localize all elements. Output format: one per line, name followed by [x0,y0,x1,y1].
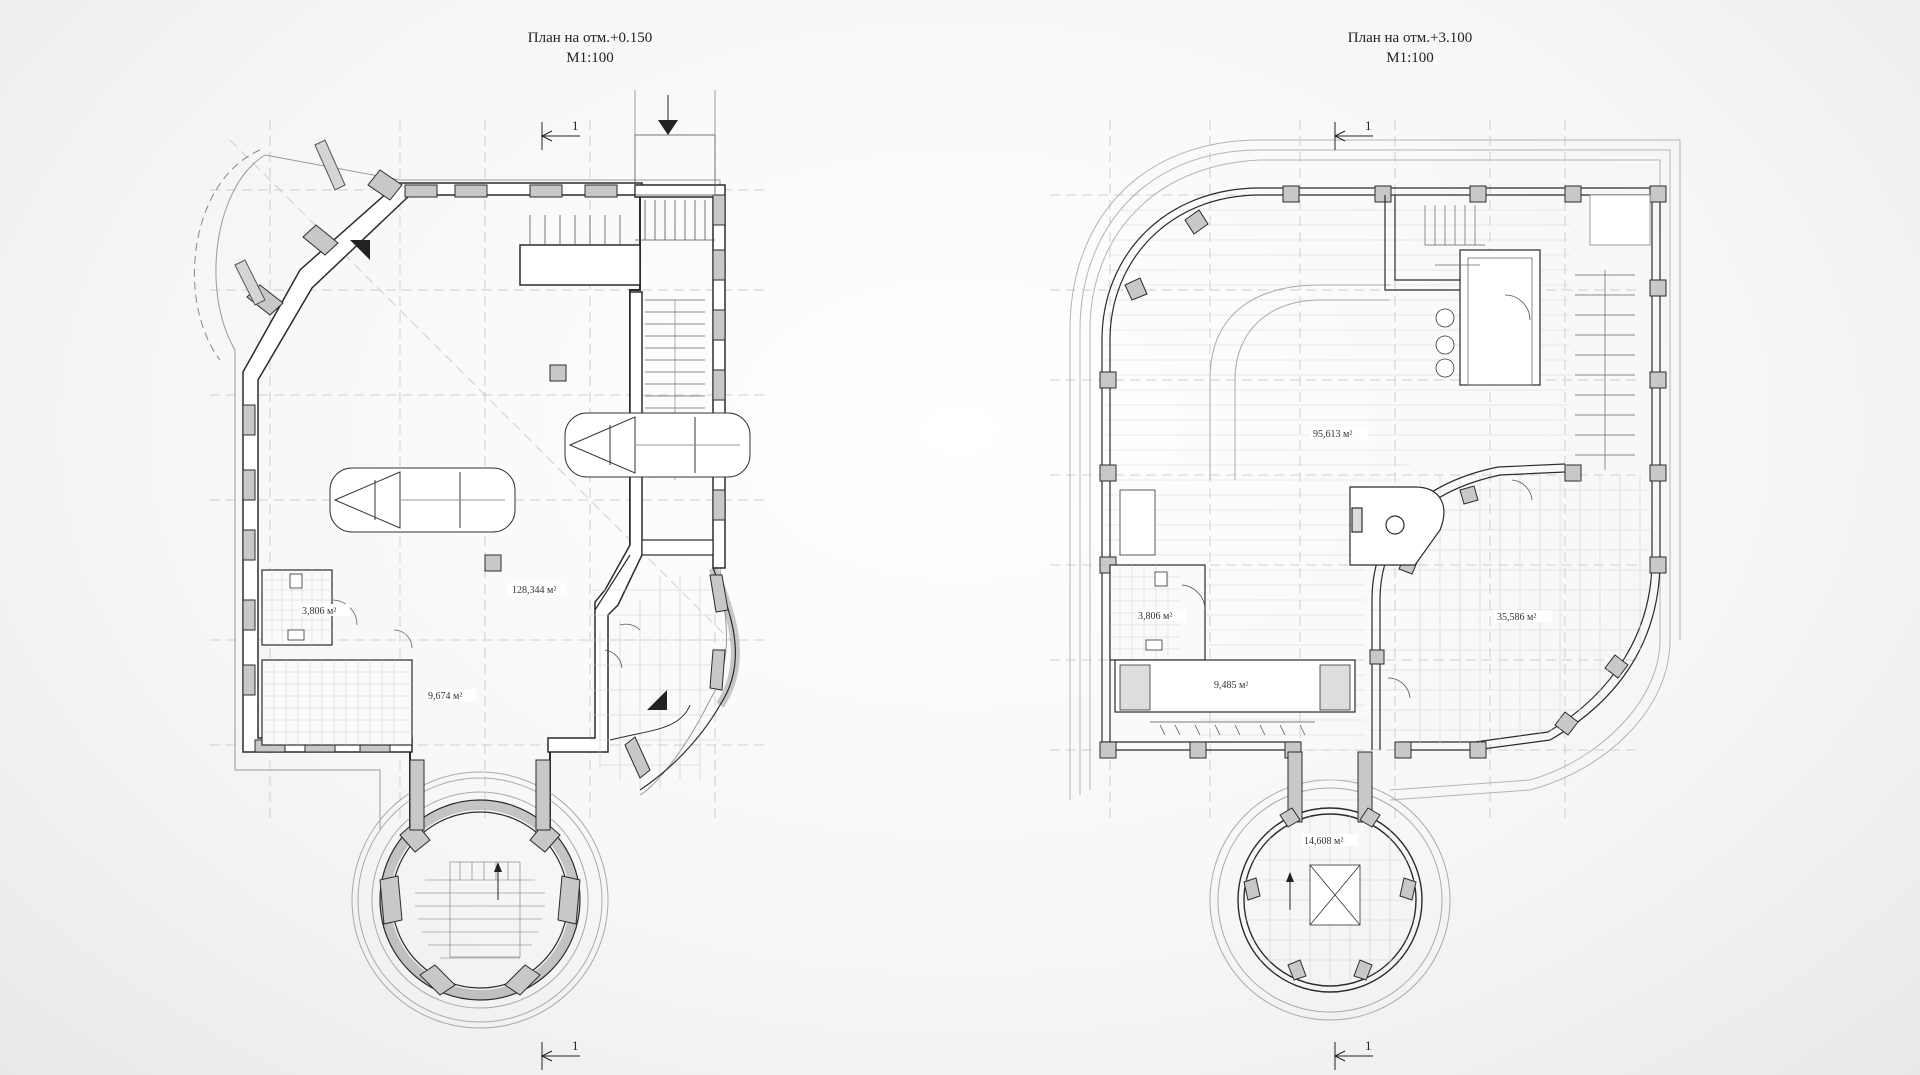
vestibule-arrow-icon [647,690,667,710]
vestibule-doors [604,623,641,669]
entry-arrow-icon [658,120,678,135]
section-marker-bottom-label: 1 [572,1038,579,1053]
car-right-icon [564,412,751,478]
upper-section-marker-bottom [1333,1042,1373,1070]
room-area-labels: 128,344 м² 3,806 м² 9,674 м² [300,583,566,702]
room-area-garage: 128,344 м² [512,585,556,596]
section-marker-top [540,122,580,150]
ground-floor-plan-title: План на отм.+0.150 [527,30,653,46]
room-area-tower: 14,608 м² [1304,836,1343,847]
garden-wall [234,139,346,306]
stair-upper [634,90,716,241]
upper-tower-arrow-icon [1286,872,1294,882]
stair-middle [519,215,641,286]
room-area-room: 9,674 м² [428,691,462,702]
upper-section-marker-top [1333,122,1373,150]
upper-wardrobe [1114,659,1356,736]
kitchen-door [1504,294,1531,321]
upper-floor-plan-title: План на отм.+3.100 [1347,30,1473,46]
upper-floor-plan: План на отм.+3.100 М1:100 [1050,0,1760,1075]
upper-section-marker-bottom-label: 1 [1365,1038,1372,1053]
upper-floor-drawing: 1 1 95,613 м² 35,586 м² 3,806 м² 9,485 м… [1050,118,1681,1070]
upper-stair-core [1384,195,1541,386]
section-marker-top-label: 1 [572,118,579,133]
terrace-door [1511,479,1533,501]
room-area-living: 95,613 м² [1313,429,1352,440]
upper-stair-landing [1589,194,1651,246]
kitchen-island [1349,486,1445,566]
sofa-icon [1119,489,1156,556]
ground-floor-outline-arc [194,149,261,361]
vestibule-columns [624,574,729,779]
bar-stools [1435,308,1455,378]
ground-floor-diagonal-wall [594,554,631,611]
upper-stair-treads [1424,205,1635,470]
upper-section-marker-top-label: 1 [1365,118,1372,133]
room-area-wc: 3,806 м² [302,606,336,617]
section-marker-bottom [540,1042,580,1070]
tower-stair-arrow-icon [494,862,502,872]
upper-floor-plan-heading: План на отм.+3.100 М1:100 [1060,28,1760,68]
room-area-terrace: 35,586 м² [1497,612,1536,623]
room-area-wardrobe: 9,485 м² [1214,680,1248,691]
upper-room-area-labels: 95,613 м² 35,586 м² 3,806 м² 9,485 м² 14… [1136,427,1552,847]
corridor-band [1234,299,1390,480]
upper-outline [1069,139,1681,801]
vestibule-tiles [590,575,720,790]
entrance-arrow-icon [350,240,370,260]
ground-floor-plan-heading: План на отм.+0.150 М1:100 [250,28,930,68]
upper-floor-plan-scale: М1:100 [1386,50,1434,66]
ground-floor-drawing: 1 1 128,344 м² 3,806 м² 9,674 м² [194,90,770,1070]
tower-columns [379,759,581,996]
tiled-room [261,629,413,746]
upper-tower [1209,760,1451,1021]
ground-floor-plan-scale: М1:100 [566,50,614,66]
car-left-icon [329,467,516,533]
upper-columns [1099,185,1667,759]
ground-floor-plan: План на отм.+0.150 М1:100 [194,0,930,1075]
upper-tower-columns [1243,751,1417,981]
room-area-upper-wc: 3,806 м² [1138,611,1172,622]
